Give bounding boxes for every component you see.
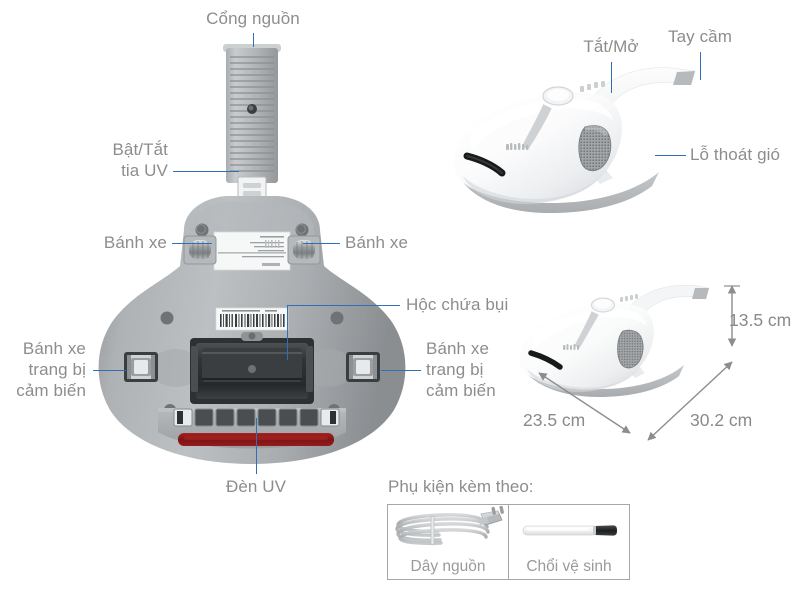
accessory-item-power-cord: Dây nguồn <box>388 505 508 579</box>
dimension-depth: 30.2 cm <box>690 410 753 430</box>
leader-dustbin-horizontal <box>287 305 400 307</box>
callout-power-port: Cổng nguồn <box>206 9 300 28</box>
callout-handle: Tay cầm <box>668 27 732 46</box>
accessories-box: Dây nguồn <box>387 504 630 580</box>
callout-wheel-right: Bánh xe <box>345 233 409 252</box>
accessory-item-cleaning-brush: Chổi vệ sinh <box>508 505 629 579</box>
leader-air-outlet <box>655 155 686 157</box>
leader-sensor-wheel-left <box>93 370 126 372</box>
leader-uv-toggle <box>173 171 239 173</box>
leader-sensor-wheel-right <box>381 370 421 372</box>
accessory-label-power-cord: Dây nguồn <box>410 558 486 575</box>
callout-air-outlet: Lỗ thoát gió <box>690 145 781 164</box>
leader-power-port <box>253 33 255 47</box>
callout-sensor-wheel-right: Bánh xe trang bị cảm biến <box>426 339 496 400</box>
bottom-view-illustration <box>98 30 410 470</box>
leader-wheel-right <box>303 243 340 245</box>
dimension-width: 23.5 cm <box>523 410 586 430</box>
leader-wheel-left <box>172 243 212 245</box>
accessories-title: Phụ kiện kèm theo: <box>388 477 534 496</box>
leader-uv-lamp <box>256 418 258 474</box>
hero-product-illustration <box>445 60 735 235</box>
callout-dust-bin: Hộc chứa bụi <box>406 295 509 314</box>
leader-power-button <box>611 62 613 93</box>
callout-uv-toggle: Bật/Tắt tia UV <box>112 140 168 180</box>
callout-uv-lamp: Đèn UV <box>225 477 287 496</box>
dimension-product-illustration <box>517 283 732 413</box>
callout-wheel-left: Bánh xe <box>103 233 167 252</box>
cleaning-brush-icon <box>509 508 629 552</box>
callout-power-button: Tắt/Mở <box>583 37 639 56</box>
accessory-label-cleaning-brush: Chổi vệ sinh <box>526 558 612 575</box>
leader-dustbin-vertical <box>287 305 289 360</box>
callout-sensor-wheel-left: Bánh xe trang bị cảm biến <box>16 339 86 400</box>
leader-handle <box>700 52 702 80</box>
dimension-height: 13.5 cm <box>729 310 792 330</box>
dimension-arrows <box>500 280 760 460</box>
power-cord-icon <box>388 505 508 552</box>
